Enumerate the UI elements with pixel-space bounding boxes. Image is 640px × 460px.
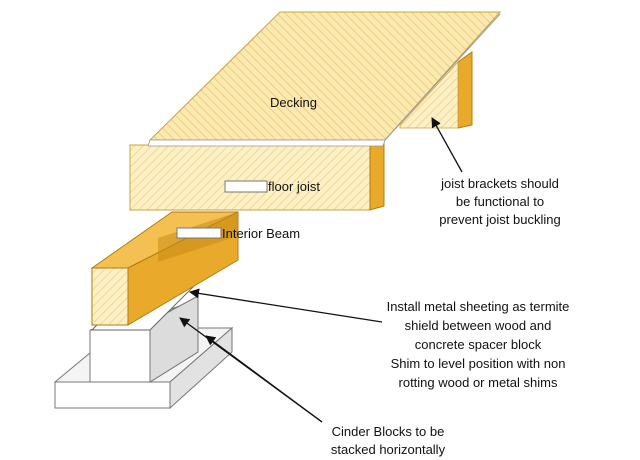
cinder-blocks-arrow-lower	[205, 335, 323, 423]
floor-joist-label-box	[224, 180, 268, 193]
metal-sheeting-line-1: Install metal sheeting as termite	[387, 299, 570, 314]
cinder-blocks-line-2: stacked horizontally	[331, 442, 446, 457]
interior-beam-label: Interior Beam	[222, 226, 300, 241]
metal-sheeting-line-5: rotting wood or metal shims	[399, 375, 558, 390]
joist-brackets-line-2: be functional to	[456, 194, 544, 209]
decking	[147, 11, 502, 147]
joist-brackets-line-3: prevent joist buckling	[439, 212, 560, 227]
joist-brackets-note: joist brackets should be functional to p…	[439, 176, 560, 227]
metal-sheeting-line-4: Shim to level position with non	[391, 356, 566, 371]
floor-joist	[129, 137, 385, 211]
metal-sheeting-line-2: shield between wood and	[405, 318, 552, 333]
joist-bracket-arrow	[431, 117, 463, 173]
joist-brackets-line-1: joist brackets should	[440, 176, 559, 191]
cinder-blocks-line-1: Cinder Blocks to be	[332, 424, 445, 439]
metal-sheeting-line-3: concrete spacer block	[415, 337, 542, 352]
cinder-blocks-note: Cinder Blocks to be stacked horizontally	[331, 424, 446, 457]
interior-beam-label-box	[176, 227, 222, 239]
decking-label: Decking	[270, 95, 317, 110]
metal-sheeting-arrow	[189, 288, 383, 323]
floor-joist-label: floor joist	[268, 179, 320, 194]
joist-bracket	[399, 51, 473, 129]
metal-sheeting-note: Install metal sheeting as termite shield…	[387, 299, 570, 390]
